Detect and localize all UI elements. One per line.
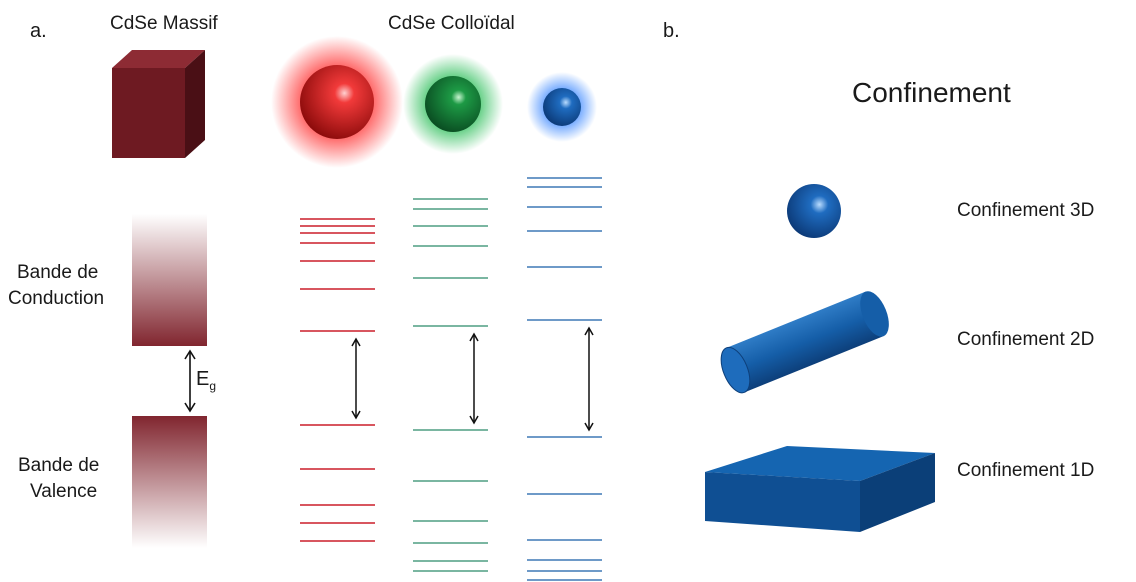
valence-label-line1: Bande de [18, 455, 100, 476]
gap-subscript: g [209, 379, 217, 393]
conduction-band [132, 214, 207, 346]
valence-band [132, 416, 207, 548]
red-gap-arrow-head-down [351, 410, 361, 420]
confinement-1d-label: Confinement 1D [957, 460, 1095, 481]
cube-front-face [112, 68, 185, 158]
blue-gap-arrow-head-up [584, 326, 594, 336]
bulk-gap-arrow [184, 349, 196, 413]
sphere-3d [787, 184, 841, 238]
green-gap-arrow-head-up [469, 332, 479, 342]
slab-side-face [860, 453, 935, 532]
gap-symbol: E [196, 368, 210, 390]
colloidal-title: CdSe Colloïdal [388, 13, 515, 34]
cube-top-face [112, 50, 205, 68]
panel-b-title: Confinement [852, 77, 1011, 108]
cube-side-face [185, 50, 205, 158]
slab-1d [705, 446, 935, 532]
blue-gap-arrow-head-down [584, 422, 594, 432]
confinement-2d-label: Confinement 2D [957, 329, 1095, 350]
panel-b-label: b. [663, 20, 680, 42]
bulk-cube [112, 50, 205, 158]
valence-label-line2: Valence [30, 481, 98, 502]
gap-label: Eg [196, 368, 216, 393]
conduction-label-line1: Bande de [17, 262, 99, 283]
green-gap-arrow-head-down [469, 415, 479, 425]
blue-dot [543, 88, 581, 126]
red-gap-arrow-head-up [351, 337, 361, 347]
rod-2d [720, 291, 889, 394]
slab-front-face [705, 472, 860, 532]
bulk-title: CdSe Massif [110, 13, 218, 34]
green-dot [425, 76, 481, 132]
panel-a-label: a. [30, 20, 47, 42]
conduction-label-line2: Conduction [8, 288, 105, 309]
red-dot [300, 65, 374, 139]
energy-levels [300, 177, 602, 581]
slab-top-face [705, 446, 935, 481]
confinement-3d-label: Confinement 3D [957, 200, 1095, 221]
